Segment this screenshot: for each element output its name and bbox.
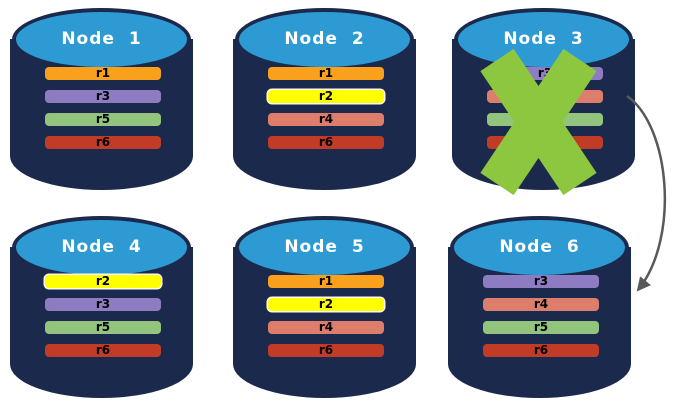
node-title: Node 2 <box>284 29 365 49</box>
node-title: Node 4 <box>61 237 142 257</box>
replica-bar: r5 <box>483 321 599 334</box>
node-2: Node 2 r1 r2 r4 r6 <box>233 8 416 190</box>
cylinder-top <box>12 8 191 71</box>
node-title: Node 3 <box>503 29 584 49</box>
replica-bar: r3 <box>45 298 161 311</box>
cylinder-top <box>235 216 414 279</box>
replica-list: r3 r4 r5 r6 <box>487 67 603 149</box>
replica-bar: r3 <box>45 90 161 103</box>
replica-bar: r6 <box>268 344 384 357</box>
replica-bar: r4 <box>483 298 599 311</box>
node-4: Node 4 r2 r3 r5 r6 <box>10 216 193 398</box>
replica-list: r1 r2 r4 r6 <box>268 275 384 357</box>
replica-list: r1 r2 r4 r6 <box>268 67 384 149</box>
replica-bar: r1 <box>45 67 161 80</box>
replica-bar: r2 <box>45 275 161 288</box>
node-title: Node 5 <box>284 237 365 257</box>
cylinder-top <box>235 8 414 71</box>
replica-bar: r3 <box>483 275 599 288</box>
node-title: Node 1 <box>61 29 142 49</box>
replica-bar: r6 <box>45 344 161 357</box>
replica-list: r3 r4 r5 r6 <box>483 275 599 357</box>
replica-bar: r4 <box>487 90 603 103</box>
replica-bar: r6 <box>45 136 161 149</box>
node-6: Node 6 r3 r4 r5 r6 <box>448 216 631 398</box>
replica-bar: r1 <box>268 275 384 288</box>
replica-bar: r6 <box>487 136 603 149</box>
node-1: Node 1 r1 r3 r5 r6 <box>10 8 193 190</box>
replica-bar: r4 <box>268 321 384 334</box>
replica-list: r2 r3 r5 r6 <box>45 275 161 357</box>
node-3: Node 3 r3 r4 r5 r6 <box>452 8 635 190</box>
replica-bar: r4 <box>268 113 384 126</box>
replica-bar: r6 <box>483 344 599 357</box>
replica-bar: r5 <box>45 113 161 126</box>
replica-list: r1 r3 r5 r6 <box>45 67 161 149</box>
replica-bar: r2 <box>268 90 384 103</box>
replica-bar: r5 <box>487 113 603 126</box>
replica-bar: r2 <box>268 298 384 311</box>
node-title: Node 6 <box>499 237 580 257</box>
replica-bar: r3 <box>487 67 603 80</box>
replica-bar: r6 <box>268 136 384 149</box>
replica-bar: r5 <box>45 321 161 334</box>
replica-bar: r1 <box>268 67 384 80</box>
node-5: Node 5 r1 r2 r4 r6 <box>233 216 416 398</box>
